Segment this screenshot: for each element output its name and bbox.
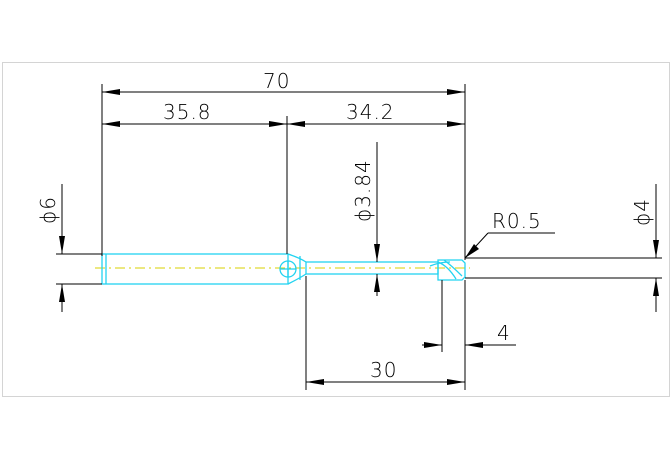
arrow-left <box>287 121 305 127</box>
arrow-left <box>102 121 120 127</box>
dim-neck-to-tip-length: 34.2 <box>287 100 465 127</box>
arrow-left <box>465 342 483 348</box>
arrow-right <box>269 121 287 127</box>
label-shank-diameter: ϕ6 <box>36 196 60 224</box>
dim-shank-length: 35.8 <box>102 100 288 254</box>
leader-arrow <box>465 244 479 258</box>
flute-outline <box>429 259 466 281</box>
arrow-left <box>306 379 324 385</box>
end-mill-outline <box>95 253 470 285</box>
arrow-right <box>424 342 442 348</box>
arrow-left <box>102 89 120 95</box>
dim-neck-length: 30 <box>305 276 465 390</box>
dim-cutting-diameter: ϕ4 <box>465 184 662 312</box>
arrow-right <box>447 379 465 385</box>
dim-corner-radius: R0.5 <box>464 209 555 259</box>
arrow-up <box>374 274 380 292</box>
label-corner-radius: R0.5 <box>492 209 542 233</box>
dim-shank-diameter: ϕ6 <box>36 184 102 312</box>
arrow-up <box>653 278 659 296</box>
arrow-right <box>447 89 465 95</box>
dim-flute-length: 4 <box>422 280 516 390</box>
arrow-down <box>653 240 659 258</box>
arrow-right <box>447 121 465 127</box>
label-cutting-diameter: ϕ4 <box>630 198 654 226</box>
arrow-up <box>59 284 65 302</box>
dim-neck-diameter: ϕ3.84 <box>351 142 380 296</box>
label-flute-length: 4 <box>497 321 511 345</box>
drawing-frame <box>2 62 670 397</box>
dim-overall-length: 70 <box>101 69 466 260</box>
label-neck-length: 30 <box>370 358 397 382</box>
label-neck-diameter: ϕ3.84 <box>351 159 375 222</box>
arrow-down <box>374 244 380 262</box>
shank-neck-transition <box>287 253 307 285</box>
label-shank-length: 35.8 <box>163 100 212 124</box>
arrow-down <box>59 236 65 254</box>
label-overall-length: 70 <box>263 69 290 93</box>
label-neck-to-tip-length: 34.2 <box>346 100 395 124</box>
